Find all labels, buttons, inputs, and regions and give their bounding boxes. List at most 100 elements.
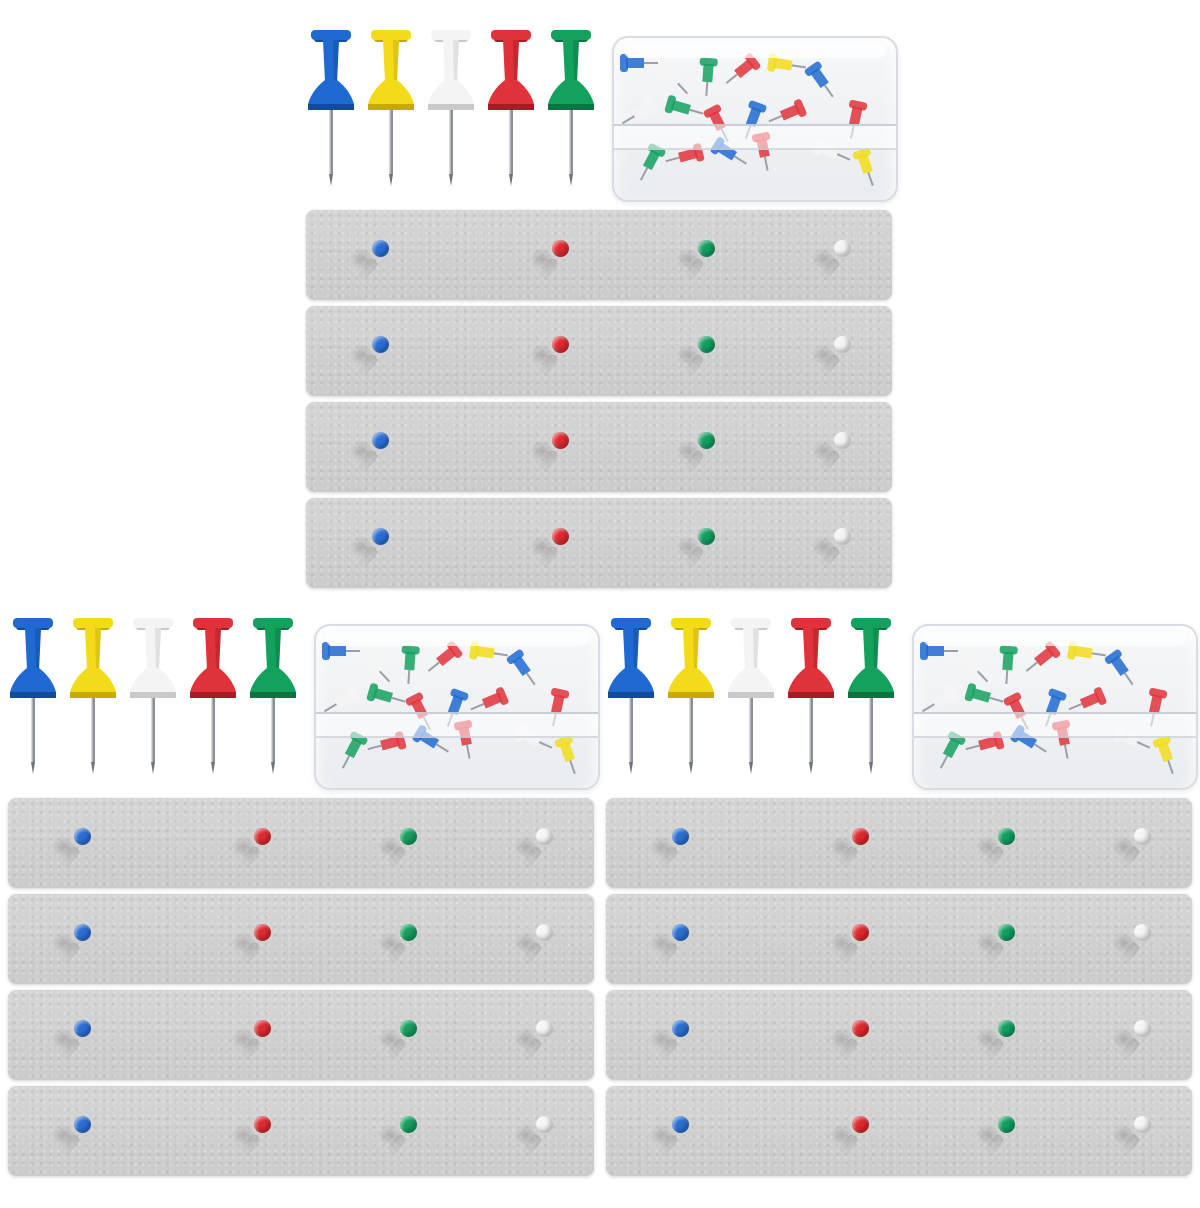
- push-pin-icon: [308, 30, 354, 186]
- pin-head-dot-icon: [852, 1020, 869, 1037]
- push-pin-icon: [668, 618, 714, 774]
- push-pin-icon: [428, 30, 474, 186]
- pin-shadow: [830, 836, 854, 858]
- strip-pin: [676, 240, 728, 282]
- pin-shadow: [650, 836, 674, 858]
- pin-head-dot-icon: [536, 828, 553, 845]
- strip-pin: [52, 828, 104, 870]
- strip-pin: [514, 1020, 566, 1062]
- felt-strip-icon: [606, 1086, 1192, 1176]
- pin-head-dot-icon: [372, 240, 389, 257]
- strip-pin: [1112, 828, 1164, 870]
- strip-pin: [530, 432, 582, 474]
- strip-pin: [830, 1116, 882, 1158]
- pin-shadow: [650, 1124, 674, 1146]
- strip-pin: [830, 1020, 882, 1062]
- felt-strip-icon: [8, 1086, 594, 1176]
- strip-pin: [232, 828, 284, 870]
- pin-head-dot-icon: [400, 924, 417, 941]
- push-pin-icon: [130, 618, 176, 774]
- pin-head-dot-icon: [998, 924, 1015, 941]
- strip-pin: [378, 924, 430, 966]
- pin-shadow: [676, 248, 700, 270]
- push-pin-icon: [788, 618, 834, 774]
- strip-pin: [1112, 1116, 1164, 1158]
- pin-shadow: [232, 1028, 256, 1050]
- pin-shadow: [530, 344, 554, 366]
- pin-shadow: [676, 536, 700, 558]
- pin-head-dot-icon: [552, 432, 569, 449]
- pin-head-dot-icon: [254, 1116, 271, 1133]
- strip-pin: [650, 828, 702, 870]
- pin-head-dot-icon: [552, 240, 569, 257]
- pin-shadow: [1112, 932, 1136, 954]
- push-pin-icon: [728, 618, 774, 774]
- pin-head-dot-icon: [1134, 1116, 1151, 1133]
- pin-head-dot-icon: [552, 336, 569, 353]
- felt-strip-icon: [306, 210, 892, 300]
- pin-head-dot-icon: [672, 1116, 689, 1133]
- strip-pin: [676, 432, 728, 474]
- strip-pin: [830, 924, 882, 966]
- pin-head-dot-icon: [400, 828, 417, 845]
- pin-head-dot-icon: [536, 1116, 553, 1133]
- strip-pin: [350, 528, 402, 570]
- felt-strip-icon: [8, 894, 594, 984]
- push-pin-icon: [70, 618, 116, 774]
- pin-shadow: [514, 1124, 538, 1146]
- strip-pin: [976, 924, 1028, 966]
- pin-head-dot-icon: [852, 828, 869, 845]
- strip-pin: [650, 1020, 702, 1062]
- pin-head-dot-icon: [852, 1116, 869, 1133]
- pin-head-dot-icon: [74, 1020, 91, 1037]
- pin-head-dot-icon: [254, 1020, 271, 1037]
- strip-pin: [350, 240, 402, 282]
- pin-head-dot-icon: [698, 432, 715, 449]
- pin-head-dot-icon: [1134, 924, 1151, 941]
- pin-shadow: [812, 248, 836, 270]
- box-glint: [326, 632, 588, 646]
- pin-shadow: [1112, 1124, 1136, 1146]
- strip-pin: [650, 1116, 702, 1158]
- pin-shadow: [1112, 836, 1136, 858]
- strip-pin: [232, 1116, 284, 1158]
- pin-shadow: [976, 1124, 1000, 1146]
- strip-pin: [530, 528, 582, 570]
- pin-set-bottom-right: [606, 618, 1198, 1208]
- pin-head-dot-icon: [834, 240, 851, 257]
- strip-pin: [976, 828, 1028, 870]
- push-pin-icon: [250, 618, 296, 774]
- pin-box-icon: [612, 36, 898, 202]
- strip-pin: [350, 432, 402, 474]
- pin-head-dot-icon: [998, 828, 1015, 845]
- pin-shadow: [830, 1028, 854, 1050]
- pin-head-dot-icon: [672, 1020, 689, 1037]
- box-contents: [620, 53, 874, 187]
- pin-head-dot-icon: [834, 432, 851, 449]
- felt-strip-icon: [306, 306, 892, 396]
- pin-head-dot-icon: [852, 924, 869, 941]
- pin-shadow: [514, 836, 538, 858]
- box-glint: [624, 44, 886, 58]
- pin-shadow: [232, 932, 256, 954]
- pin-shadow: [530, 248, 554, 270]
- strip-pin: [232, 924, 284, 966]
- pin-head-dot-icon: [254, 924, 271, 941]
- pin-shadow: [232, 836, 256, 858]
- strip-pin: [650, 924, 702, 966]
- strip-pin: [676, 528, 728, 570]
- pin-set-top: [306, 30, 898, 620]
- box-contents: [322, 641, 576, 775]
- strip-pin: [52, 1116, 104, 1158]
- pin-shadow: [232, 1124, 256, 1146]
- pin-head-dot-icon: [536, 1020, 553, 1037]
- pin-head-dot-icon: [74, 1116, 91, 1133]
- pin-shadow: [378, 932, 402, 954]
- pin-shadow: [830, 1124, 854, 1146]
- strip-pin: [378, 1116, 430, 1158]
- strip-pin: [812, 432, 864, 474]
- pin-head-dot-icon: [1134, 1020, 1151, 1037]
- strip-pin: [1112, 1020, 1164, 1062]
- box-contents: [920, 641, 1174, 775]
- strip-pin: [530, 240, 582, 282]
